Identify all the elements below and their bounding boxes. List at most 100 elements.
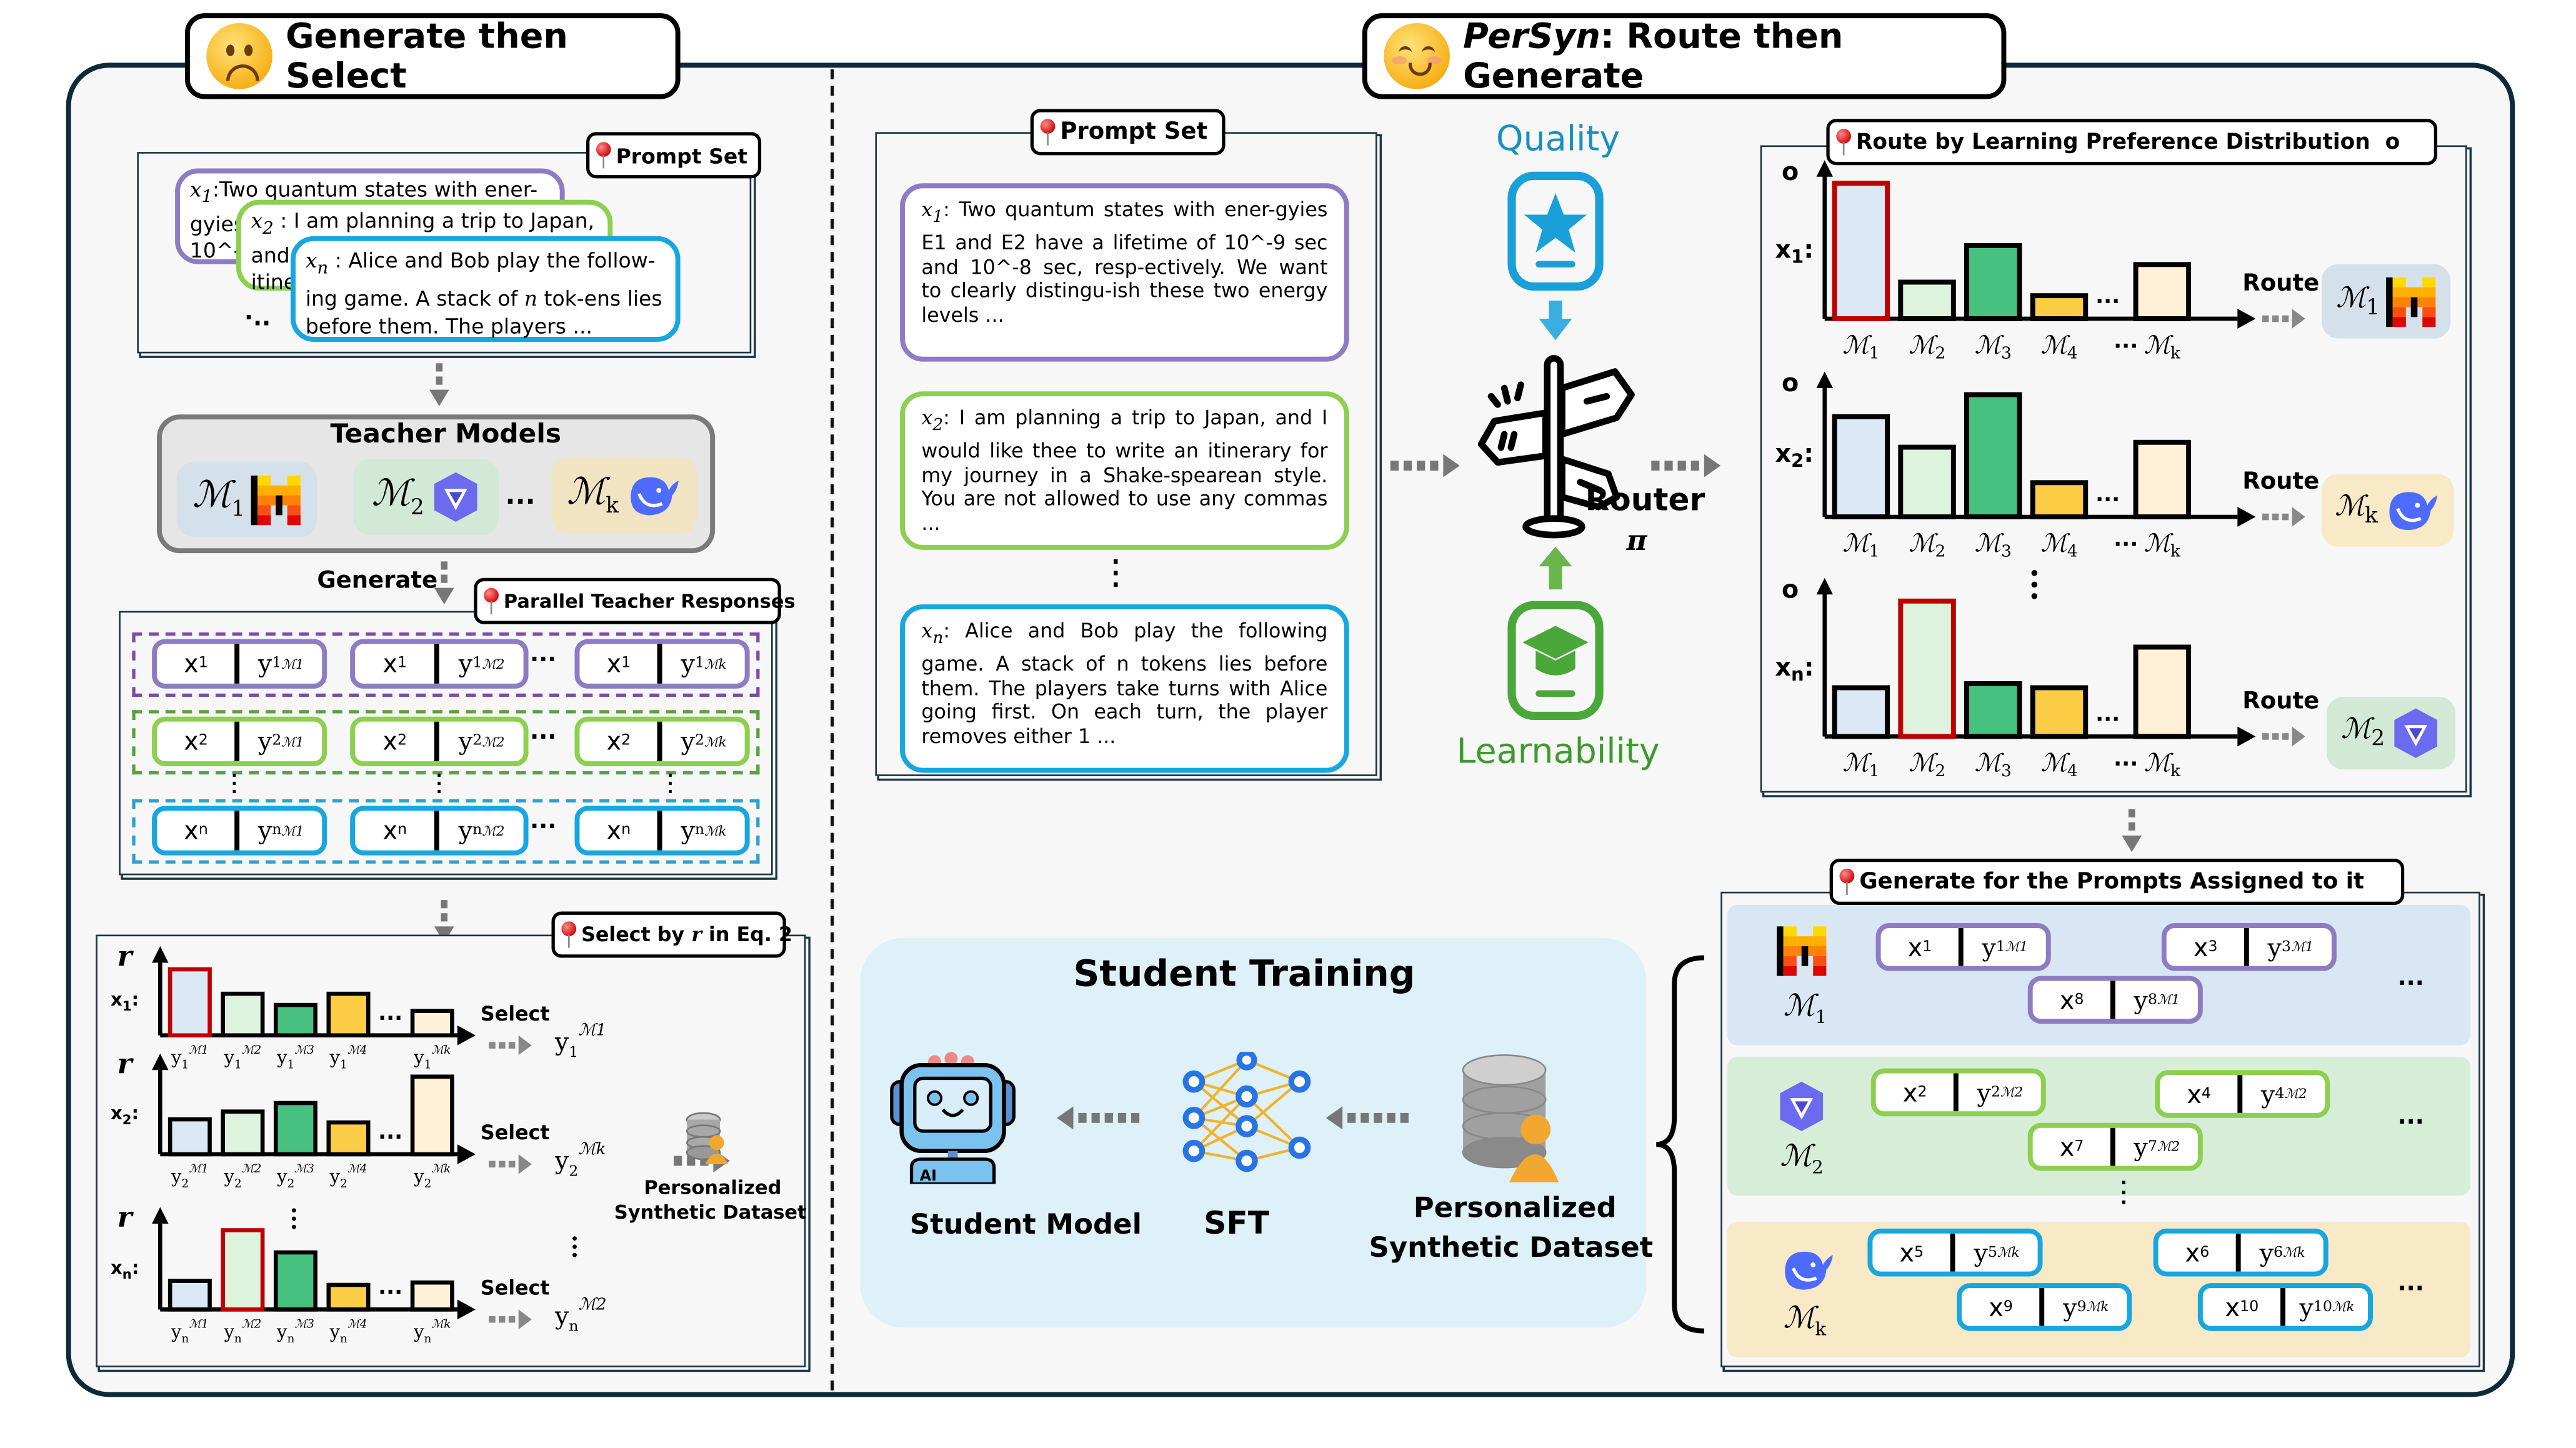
route-label: Route [2242, 269, 2319, 296]
tick-label: ℳ3 [1975, 331, 2012, 362]
teacher-chip-m1[interactable]: ℳ1 [176, 462, 317, 537]
select-arrow-seg [508, 1042, 516, 1049]
tick-ellipsis: ··· [2114, 752, 2138, 777]
select-label: Select [481, 1003, 550, 1026]
bar-ellipsis: ··· [378, 1125, 402, 1150]
y-axis-label: r [117, 1201, 134, 1234]
tick-label: ℳ4 [2040, 529, 2077, 561]
y-axis-label: o [1782, 576, 1799, 604]
svg-text:AI: AI [920, 1167, 937, 1184]
routed-chip-m1[interactable]: ℳ1 [2322, 264, 2451, 339]
left-prompt-card-n[interactable]: xn : Alice and Bob play the follow-ing g… [291, 236, 681, 342]
bar-ellipsis: ··· [2095, 289, 2120, 314]
tick-label: ℳ2 [1909, 749, 1945, 781]
tick-label: ℳ3 [1975, 529, 2012, 561]
pin-icon [1836, 129, 1852, 156]
response-ellipsis: ··· [530, 724, 557, 752]
pin-icon [484, 587, 499, 614]
assigned-vdots: ··· [2120, 1172, 2127, 1214]
assigned-model-label: ℳ2 [1780, 1139, 1824, 1179]
teacher-chip-mk[interactable]: ℳk [551, 457, 697, 534]
select-arrow-head [518, 1309, 532, 1330]
select-arrow-seg [508, 1316, 516, 1323]
x-axis-arrow [2237, 507, 2256, 527]
route-arrow-head [2292, 726, 2305, 747]
x-axis-arrow [457, 1299, 476, 1320]
route-arrow-head [2292, 507, 2305, 527]
response-row-3 [132, 799, 760, 864]
routed-chip-m2[interactable]: ℳ2 [2327, 697, 2456, 770]
x-axis-arrow [457, 1025, 476, 1046]
robot-student-icon: AI [889, 1049, 1021, 1186]
response-vdots: ··· [231, 767, 237, 803]
right-dataset-label-1: Personalized [1413, 1192, 1617, 1226]
y-axis-arrow [152, 1207, 169, 1224]
x-axis-arrow [457, 1144, 476, 1164]
bar-4 [326, 1120, 371, 1157]
panel-divider [831, 69, 834, 1391]
select-arrow-seg [489, 1042, 496, 1049]
assigned-ellipsis: ··· [2397, 971, 2424, 997]
right-prompt-card-1[interactable]: x1: Two quantum states with ener-gyies E… [900, 183, 1349, 362]
routed-chip-mk[interactable]: ℳk [2322, 474, 2454, 547]
select-arrow-head [518, 1035, 532, 1056]
select-arrow-seg [498, 1042, 506, 1049]
left-panel-title: Generate then Select [184, 13, 681, 99]
tick-label: ℳ1 [1842, 749, 1879, 781]
row-label: xn: [1775, 653, 1814, 685]
router-label: Router [1585, 482, 1705, 519]
sft-label: SFT [1204, 1205, 1269, 1242]
right-prompt-card-2[interactable]: x2: I am planning a trip to Japan, and I… [900, 391, 1349, 550]
select-arrow-seg [489, 1161, 496, 1168]
vdots [2031, 570, 2038, 576]
bar-4 [2030, 293, 2089, 321]
right-prompt-card-n[interactable]: xn: Alice and Bob play the following gam… [900, 604, 1349, 773]
assigned-ellipsis: ··· [2397, 1276, 2424, 1303]
y-axis-arrow [152, 946, 169, 963]
bar-6 [2133, 644, 2192, 739]
vdots [291, 1216, 296, 1221]
bar-2 [1898, 598, 1956, 739]
response-row-2 [132, 710, 760, 775]
route-arrow-seg [2262, 513, 2269, 521]
deepseek-logo-icon [2385, 486, 2441, 535]
arrow-prompts-to-teachers [429, 363, 449, 407]
arrow-teachers-to-responses [434, 561, 454, 605]
tick-label: ℳ1 [1842, 529, 1879, 561]
teacher-chip-m2[interactable]: ℳ2 [353, 459, 499, 536]
tick-label: ℳk [2144, 331, 2181, 362]
select-arrow-seg [489, 1316, 496, 1323]
deepseek-logo-icon [1780, 1245, 1836, 1294]
assigned-model-label: ℳk [1783, 1301, 1827, 1341]
qwen-logo-icon [1777, 1080, 1826, 1133]
